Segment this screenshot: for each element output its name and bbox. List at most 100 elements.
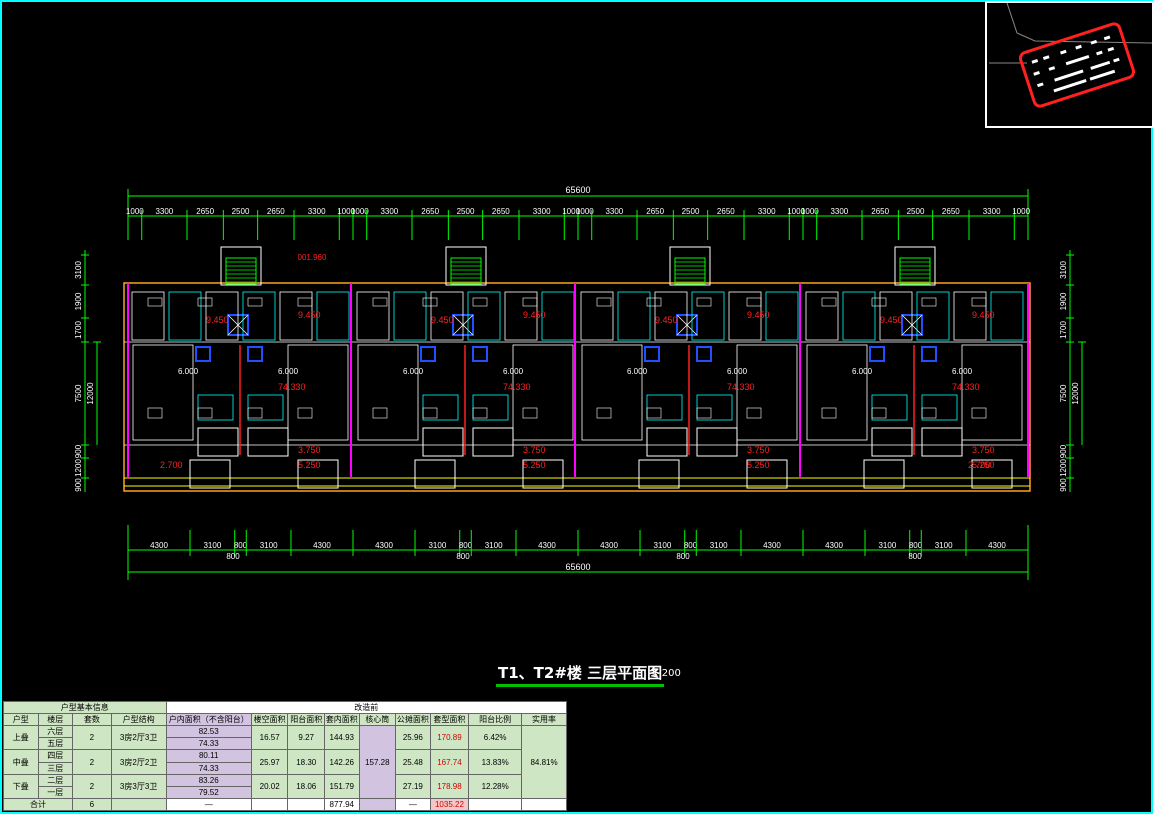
- dim-label-bottom: 3100: [428, 541, 446, 550]
- row-shared: 25.48: [395, 749, 431, 775]
- room: [879, 291, 913, 341]
- level-label: 6.000: [503, 367, 524, 376]
- furniture: [147, 407, 163, 419]
- furniture: [297, 297, 313, 307]
- shaft-left: [195, 346, 211, 362]
- furniture: [472, 297, 488, 307]
- room: [654, 291, 688, 341]
- row-floor: 五层: [37, 737, 74, 751]
- room: [691, 291, 725, 341]
- furniture: [821, 297, 837, 307]
- furniture: [821, 407, 837, 419]
- side-dim-label-left: 7500: [74, 384, 83, 402]
- row-floor: 六层: [37, 725, 74, 739]
- side-dim-label-right: 1900: [1059, 292, 1068, 310]
- row-total: 170.89: [429, 725, 470, 751]
- furniture: [696, 407, 712, 419]
- level-label: 74.330: [503, 382, 531, 392]
- living-room-left: [357, 344, 419, 441]
- living-room-left: [132, 344, 194, 441]
- drawing-scale: 1:200: [652, 668, 681, 679]
- level-label: 74.330: [727, 382, 755, 392]
- row-balcony: 9.27: [287, 725, 325, 751]
- dim-label-bottom: 4300: [538, 541, 556, 550]
- row-floor: 三层: [37, 761, 74, 775]
- dim-label-top: 1000: [801, 207, 819, 216]
- dim-label-bottom: 3100: [710, 541, 728, 550]
- row-shared: 25.96: [395, 725, 431, 751]
- level-label: 5.250: [747, 460, 770, 470]
- kitchen: [247, 394, 284, 421]
- furniture: [646, 407, 662, 419]
- furniture: [197, 407, 213, 419]
- row-floor: 二层: [37, 773, 74, 787]
- furniture: [522, 407, 538, 419]
- dim-label-top: 2650: [717, 207, 735, 216]
- room: [990, 291, 1024, 341]
- room: [728, 291, 762, 341]
- furniture: [696, 297, 712, 307]
- bedroom: [696, 427, 738, 457]
- level-label: 74.330: [278, 382, 306, 392]
- level-label: 6.000: [952, 367, 973, 376]
- dim-label-bottom: 4300: [763, 541, 781, 550]
- row-balcony: 18.30: [287, 749, 325, 775]
- room: [541, 291, 575, 341]
- room: [356, 291, 390, 341]
- row-suite: 151.79: [324, 773, 360, 799]
- dim-label-top: 2500: [907, 207, 925, 216]
- dim-label-bottom: 4300: [600, 541, 618, 550]
- dim-label-bottom: 800: [234, 541, 248, 550]
- row-void: 20.02: [250, 773, 289, 799]
- shaft-right: [696, 346, 712, 362]
- side-dim-label-right: 900: [1059, 444, 1068, 458]
- dim-label-top: 3300: [380, 207, 398, 216]
- furniture: [197, 297, 213, 307]
- level-label: 9.450: [206, 315, 229, 325]
- row-total: 178.98: [429, 773, 470, 799]
- balcony-room: [638, 459, 680, 489]
- furniture: [971, 407, 987, 419]
- bedroom: [422, 427, 464, 457]
- stair-core: [220, 246, 262, 286]
- side-dim-label-right: 1700: [1059, 321, 1068, 339]
- dim-label-bottom: 800: [459, 541, 473, 550]
- dim-label-bottom: 3100: [653, 541, 671, 550]
- kitchen: [646, 394, 683, 421]
- furniture: [971, 297, 987, 307]
- level-label: 9.450: [747, 310, 770, 320]
- level-label: 5.250: [972, 460, 995, 470]
- furniture: [921, 297, 937, 307]
- site-boundary: [1018, 22, 1136, 108]
- furniture: [247, 407, 263, 419]
- living-room-right: [287, 344, 349, 441]
- level-label: 6.000: [852, 367, 873, 376]
- row-inner: 83.26: [165, 773, 252, 787]
- furniture: [247, 297, 263, 307]
- shaft-right: [921, 346, 937, 362]
- row-inner: 80.11: [165, 749, 252, 763]
- side-dim-label-right: 900: [1059, 478, 1068, 492]
- bedroom: [472, 427, 514, 457]
- living-room-right: [736, 344, 798, 441]
- row-count: 2: [72, 749, 112, 775]
- dim-label-bottom: 800: [684, 541, 698, 550]
- balcony-room: [746, 459, 788, 489]
- dim-label-top: 3300: [758, 207, 776, 216]
- dim-label-bottom: 800: [909, 541, 923, 550]
- level-label: 3.750: [972, 445, 995, 455]
- row-type: 中叠: [3, 749, 39, 775]
- dim-label-top: 1000: [576, 207, 594, 216]
- side-dim-label-left: 900: [74, 444, 83, 458]
- total-shared: —: [395, 797, 431, 812]
- living-room-left: [806, 344, 868, 441]
- row-ratio: 13.83%: [468, 749, 523, 775]
- dim-label-bottom: 4300: [313, 541, 331, 550]
- furniture: [472, 407, 488, 419]
- core-area: 157.28: [358, 725, 397, 799]
- dim-label-bottom-sub: 800: [908, 552, 922, 561]
- side-dim-label-right: 7500: [1059, 384, 1068, 402]
- furniture: [746, 297, 762, 307]
- building-outline: [123, 282, 1031, 492]
